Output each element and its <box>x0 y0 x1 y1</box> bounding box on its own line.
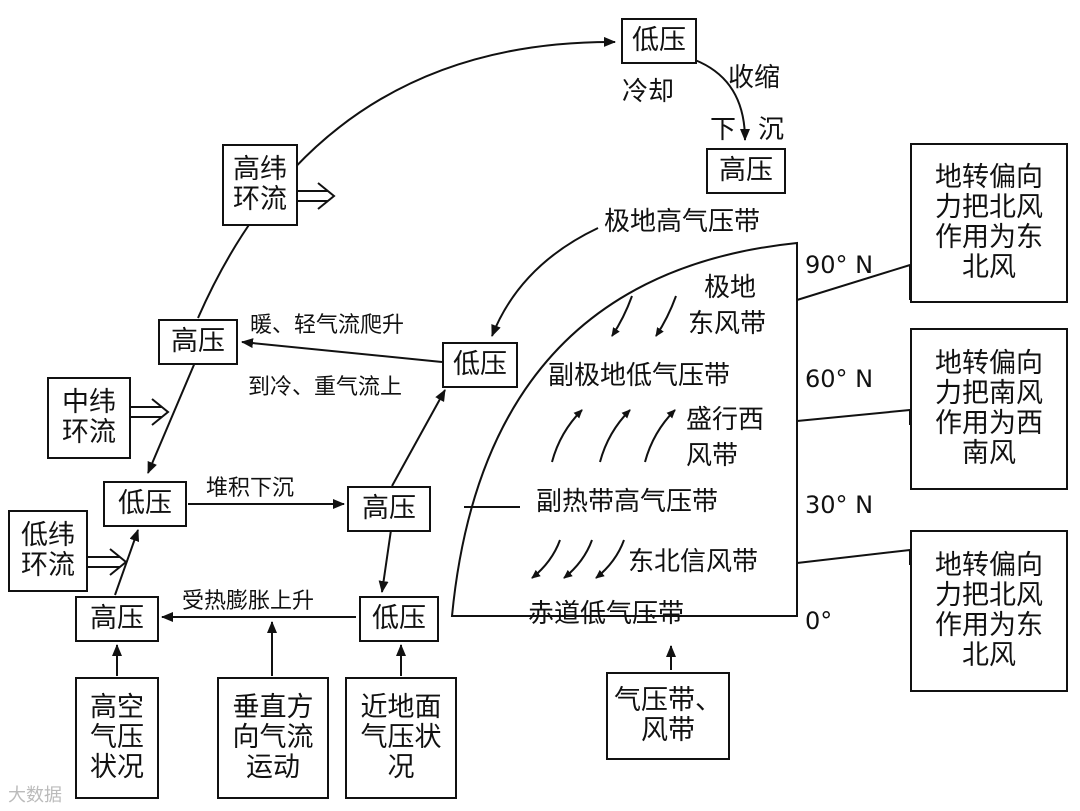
arc-sink <box>694 59 750 141</box>
label-cold-sink: 到冷、重气流上 <box>248 375 403 400</box>
arrow-center-midlow <box>391 389 446 487</box>
westerly-arrow <box>551 409 583 463</box>
label-subtropical-high: 副热带高气压带 <box>536 487 719 517</box>
coriolis-box-3: 地转偏向 力把北风 作用为东 北风 <box>910 530 1068 692</box>
trade-wind-arrow <box>531 539 561 579</box>
watermark: 大数据 <box>8 785 62 806</box>
center-high-box: 高压 <box>347 486 431 532</box>
wind-arrows <box>531 295 677 579</box>
label-heat-rise: 受热膨胀上升 <box>182 589 315 614</box>
label-sink-b: 沉 <box>758 115 785 145</box>
label-cooling: 冷却 <box>622 77 675 107</box>
double-arrow-mid <box>131 398 170 426</box>
label-subpolar-low: 副极地低气压带 <box>548 361 731 391</box>
vertical-airflow-box: 垂直方 向气流 运动 <box>217 677 329 799</box>
bottom-low-box: 低压 <box>359 596 439 642</box>
pressure-wind-belts-box: 气压带、 风带 <box>606 672 730 760</box>
double-arrows <box>88 182 336 576</box>
label-sink-a: 下 <box>710 115 737 145</box>
globe-outline <box>450 241 798 617</box>
coriolis-box-2: 地转偏向 力把南风 作用为西 南风 <box>910 328 1068 490</box>
polar-wind-arrow <box>655 295 677 337</box>
arc-polar-to-midlow <box>491 227 599 337</box>
left-low-box: 低压 <box>103 481 187 527</box>
surface-pressure-box: 近地面 气压状 况 <box>345 677 457 799</box>
line-midhigh-leftlow <box>147 359 197 474</box>
arrow-center-bottomlow <box>378 529 392 593</box>
trade-wind-arrow <box>595 539 625 579</box>
label-polar-high: 极地高气压带 <box>604 207 761 237</box>
callout-2 <box>796 408 911 425</box>
label-polar-east-a: 极地 <box>704 273 757 303</box>
label-lat-0: 0° <box>805 607 833 635</box>
label-shrink: 收缩 <box>728 63 781 93</box>
label-lat-90: 90° N <box>805 251 874 279</box>
mid-high-box: 高压 <box>158 319 238 365</box>
label-ne-trade: 东北信风带 <box>628 547 759 577</box>
label-westerly-a: 盛行西 <box>686 405 765 435</box>
label-lat-30: 30° N <box>805 491 874 519</box>
callout-3 <box>796 548 911 565</box>
westerly-arrow <box>644 409 676 463</box>
top-high-box: 高压 <box>706 148 786 194</box>
bottom-high-box: 高压 <box>75 596 159 642</box>
upper-air-pressure-box: 高空 气压 状况 <box>75 677 159 799</box>
westerly-arrow <box>599 409 631 463</box>
label-equator-low: 赤道低气压带 <box>528 599 685 629</box>
double-arrow-high <box>297 182 336 210</box>
label-warm-rise: 暖、轻气流爬升 <box>250 313 405 338</box>
mid-low-box: 低压 <box>442 342 518 388</box>
label-polar-east-b: 东风带 <box>688 309 767 339</box>
label-westerly-b: 风带 <box>686 441 739 471</box>
double-arrow-low <box>88 548 128 576</box>
label-accumulate: 堆积下沉 <box>206 476 295 501</box>
arrow-midlow-midhigh <box>241 338 443 363</box>
mid-latitude-circulation-box: 中纬 环流 <box>47 377 131 459</box>
coriolis-box-1: 地转偏向 力把北风 作用为东 北风 <box>910 143 1068 303</box>
label-lat-60: 60° N <box>805 365 874 393</box>
high-latitude-circulation-box: 高纬 环流 <box>222 144 298 226</box>
arc-to-top-low <box>197 36 616 319</box>
low-latitude-circulation-box: 低纬 环流 <box>8 510 88 592</box>
trade-wind-arrow <box>563 539 593 579</box>
polar-wind-arrow <box>611 295 633 337</box>
top-low-box: 低压 <box>621 18 697 64</box>
